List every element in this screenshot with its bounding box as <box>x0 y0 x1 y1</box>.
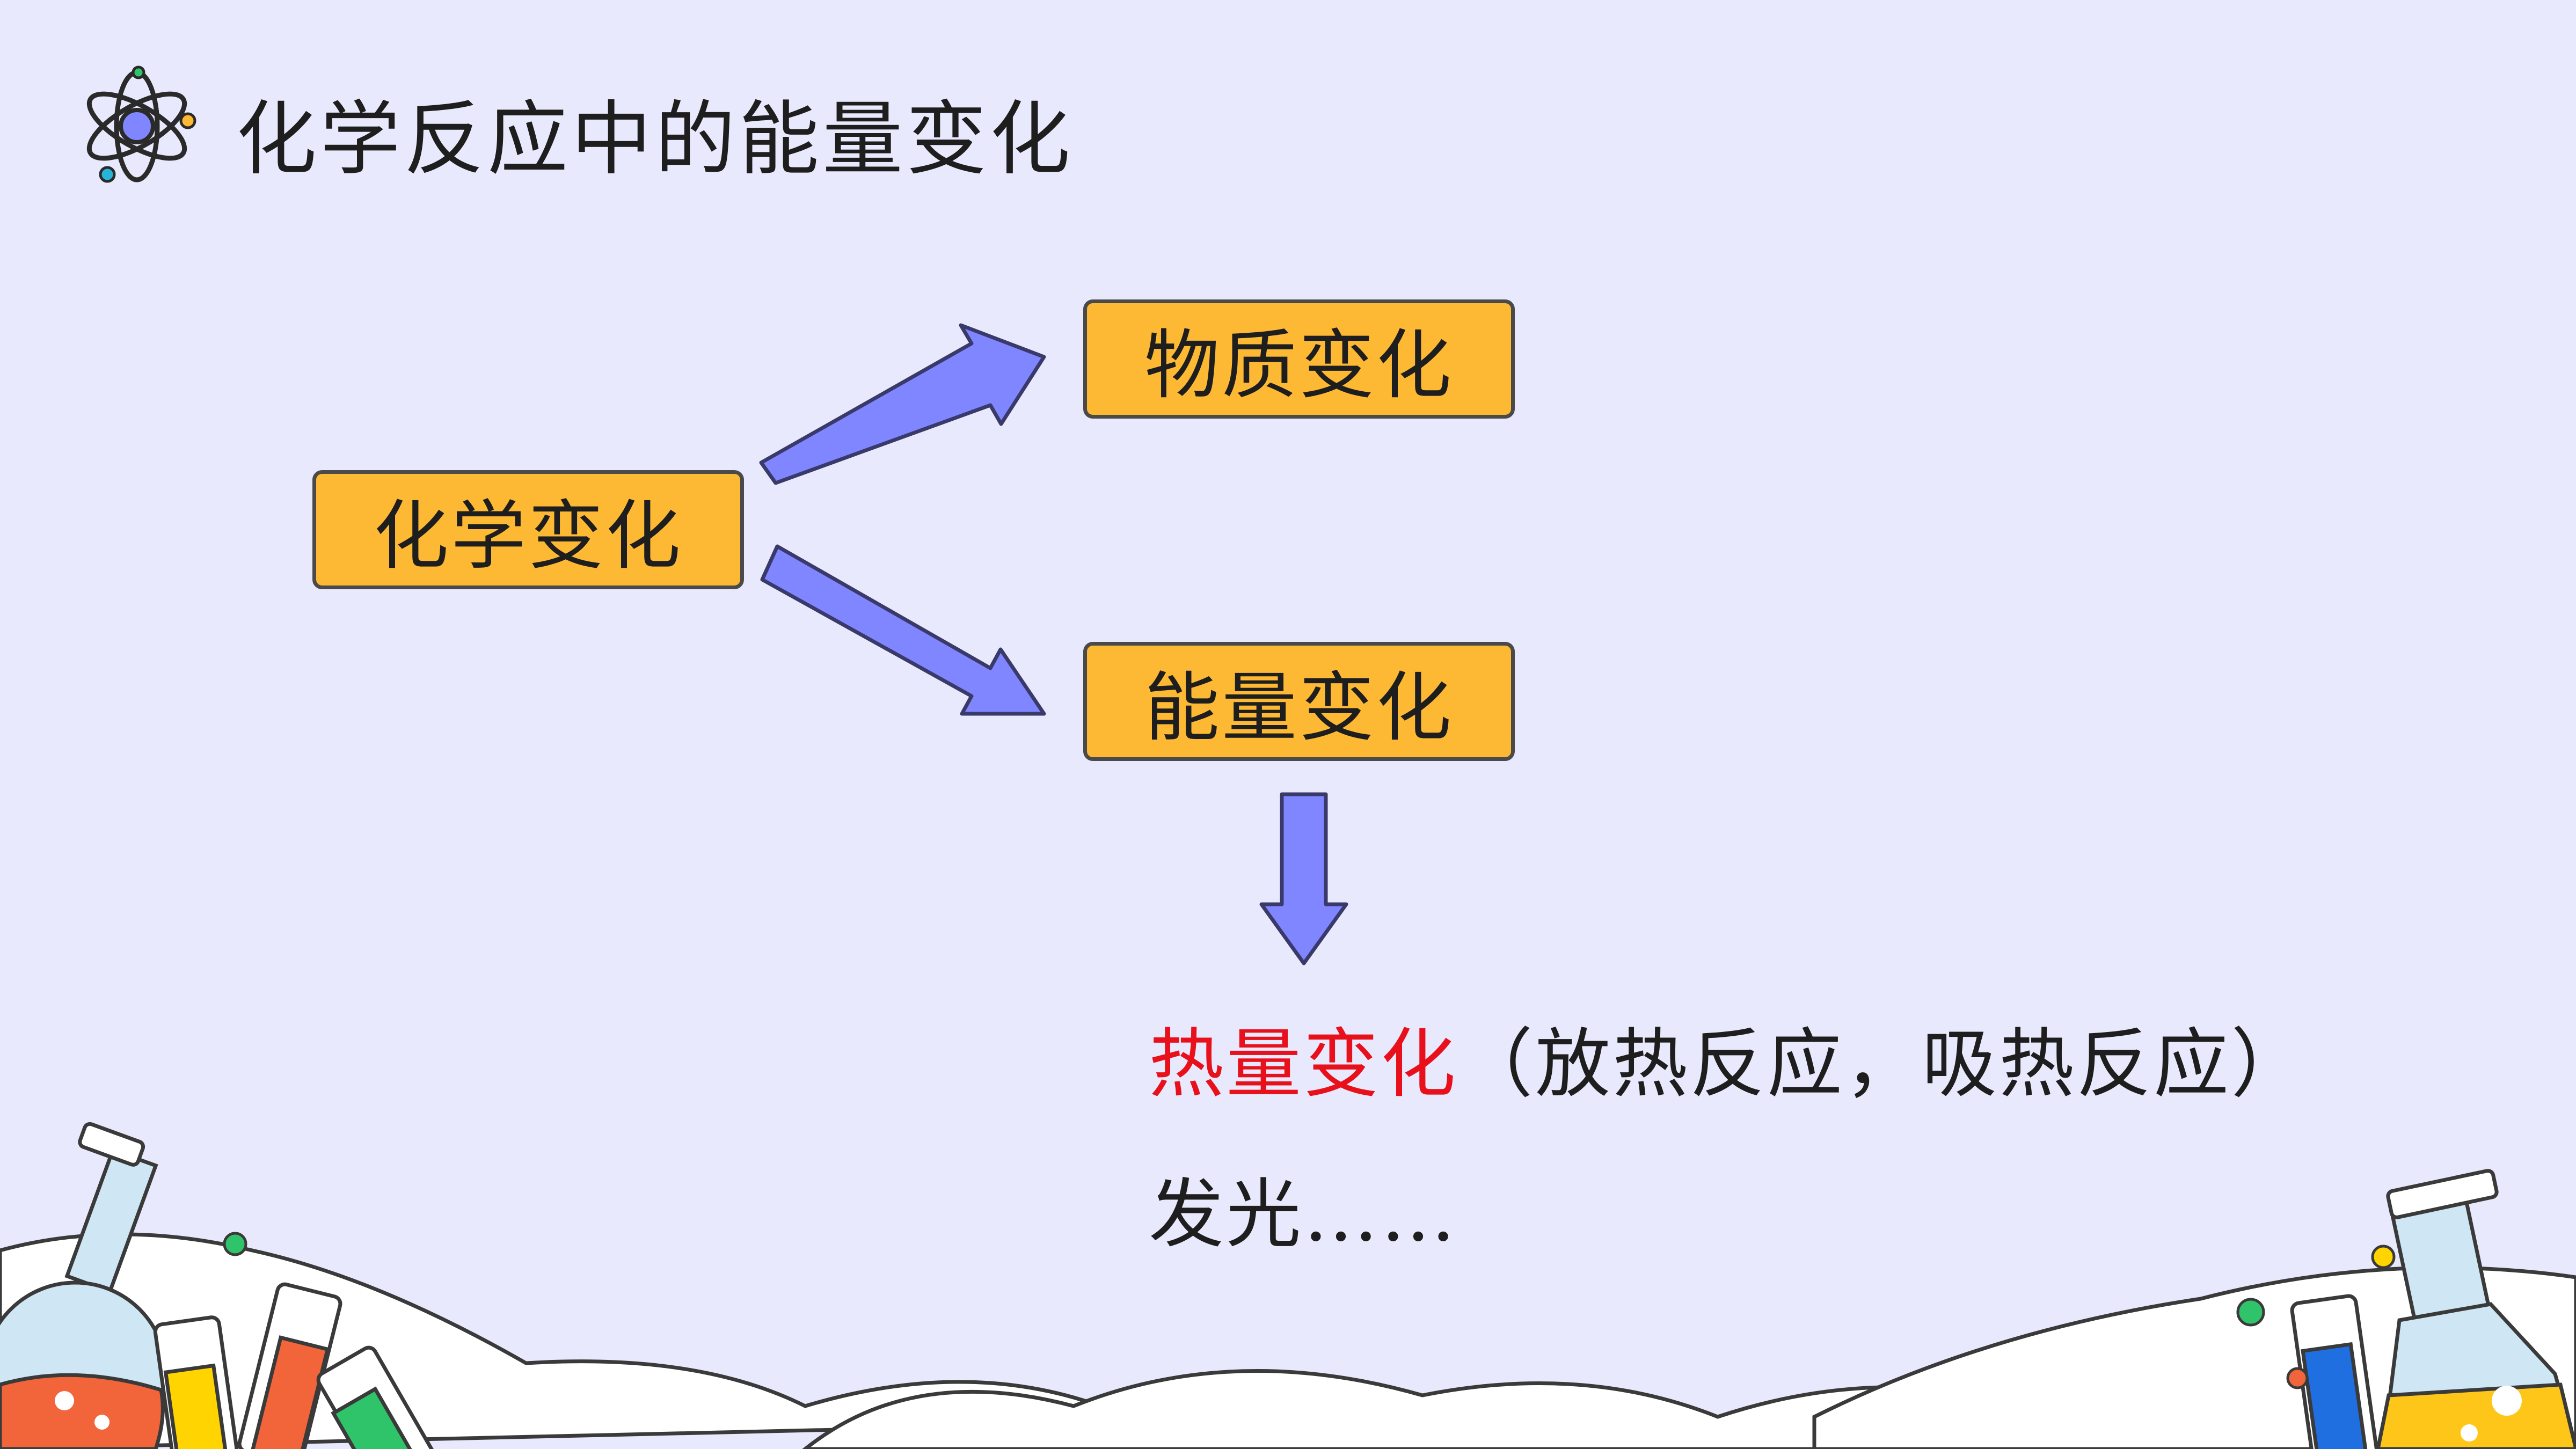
atom-icon <box>86 65 196 183</box>
page-title: 化学反应中的能量变化 <box>236 93 1074 186</box>
chemical-change-box: 化学变化 <box>312 470 744 589</box>
bubble-dot <box>2371 1245 2396 1269</box>
beaker-icon <box>2376 1169 2576 1449</box>
bubble-dot <box>2286 1367 2309 1389</box>
bubble-dot <box>223 1232 247 1256</box>
test-tube-icon-right <box>2290 1294 2380 1449</box>
light-emission-line: 发光…… <box>1149 1171 1458 1258</box>
arrow-to-heat <box>1259 792 1348 965</box>
heat-change-detail: （放热反应，吸热反应） <box>1458 1021 2309 1108</box>
heat-change-label: 热量变化 <box>1149 1021 1458 1108</box>
test-tube-icon <box>153 1282 435 1449</box>
flask-icon <box>0 1122 169 1449</box>
heat-change-line: 热量变化（放热反应，吸热反应） <box>1149 1004 2308 1112</box>
material-change-box: 物质变化 <box>1083 299 1515 419</box>
arrow-to-energy <box>760 544 1046 716</box>
bubble-dot <box>2236 1298 2265 1327</box>
cloud-center <box>802 1369 2042 1449</box>
energy-change-box: 能量变化 <box>1083 642 1515 761</box>
arrow-to-material <box>759 323 1046 485</box>
